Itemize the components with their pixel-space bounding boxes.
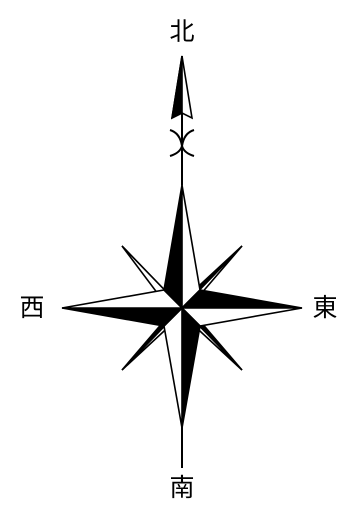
north-label: 北	[162, 18, 202, 46]
east-label: 東	[305, 294, 340, 322]
north-arrowhead-fill	[172, 56, 182, 118]
south-label: 南	[162, 474, 202, 502]
west-label: 西	[12, 294, 52, 322]
cardinal-points	[62, 185, 302, 428]
